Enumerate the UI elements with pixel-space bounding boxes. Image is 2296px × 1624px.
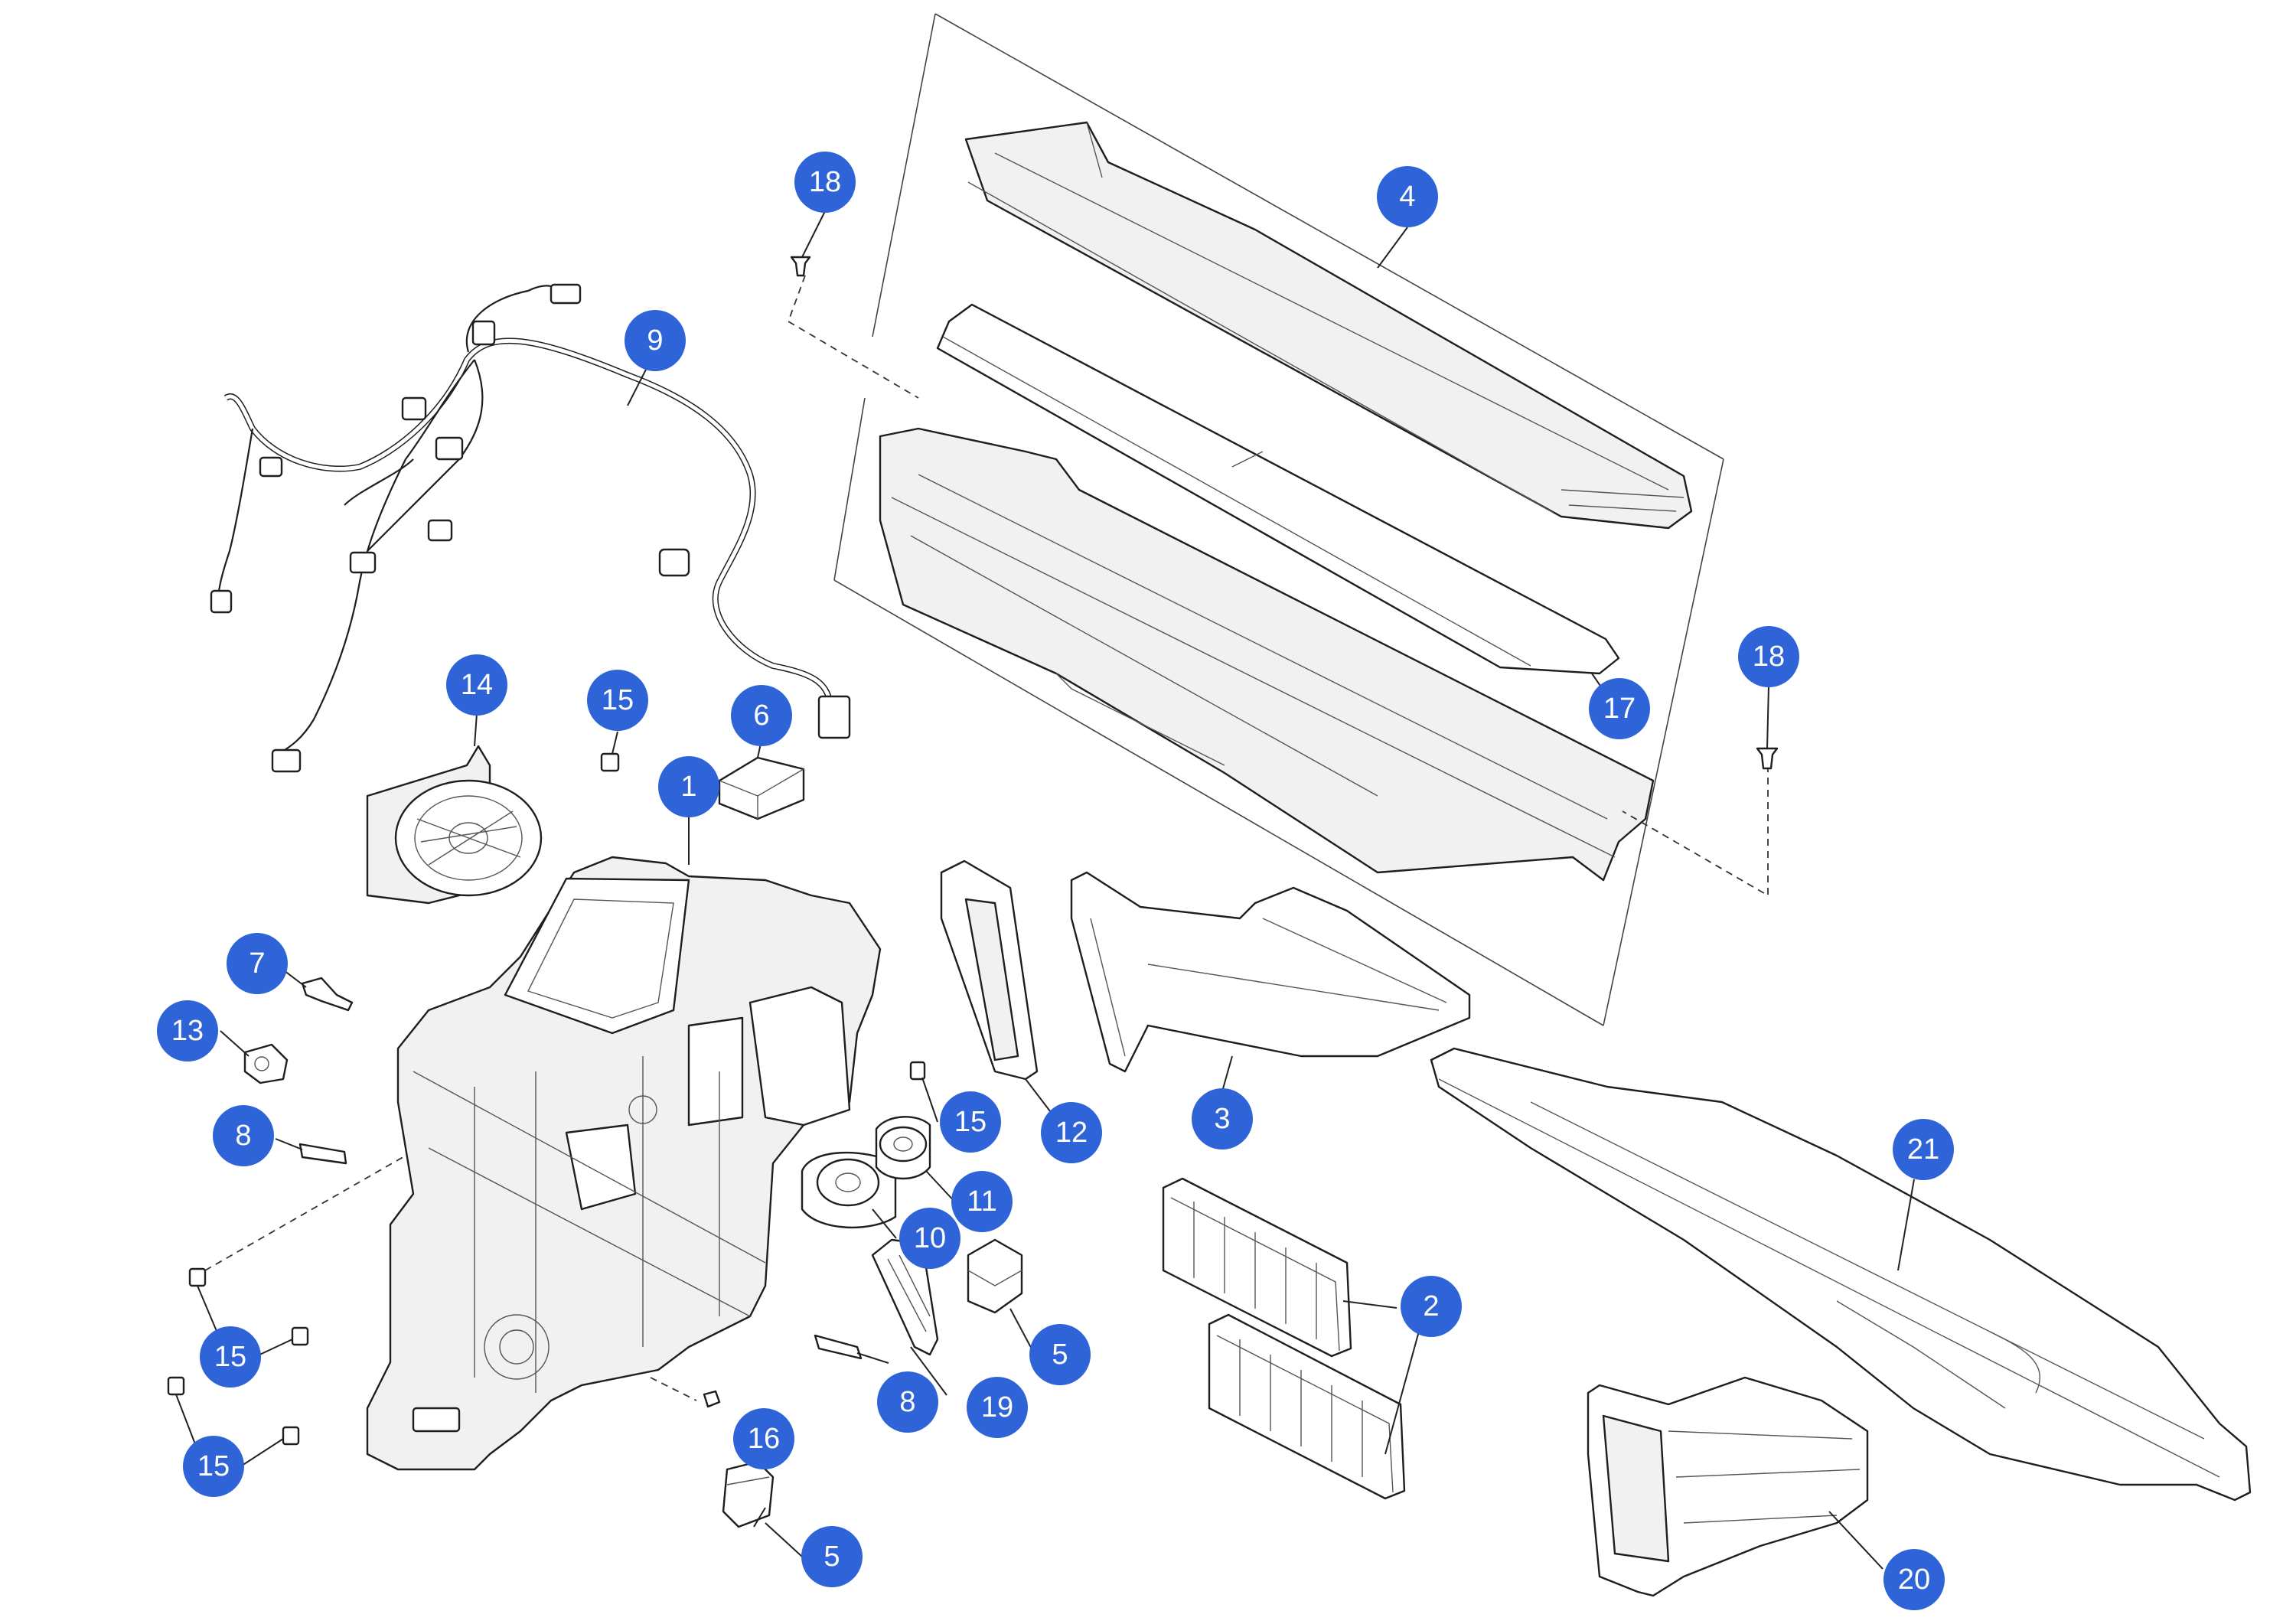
svg-text:14: 14 — [461, 669, 493, 701]
callout-13: 13 — [157, 1000, 218, 1061]
callout-3: 3 — [1192, 1088, 1253, 1150]
svg-text:4: 4 — [1399, 181, 1415, 213]
svg-text:18: 18 — [1753, 641, 1785, 673]
svg-text:15: 15 — [602, 684, 634, 716]
part-2-cabin-filter-lower — [1208, 1313, 1406, 1500]
callout-4: 4 — [1377, 166, 1438, 227]
part-9-wiring-harness — [210, 283, 851, 773]
svg-text:10: 10 — [914, 1222, 946, 1254]
svg-text:8: 8 — [235, 1120, 251, 1152]
callout-18-left: 18 — [794, 152, 856, 213]
part-18-screw-left — [790, 256, 811, 277]
svg-text:16: 16 — [748, 1423, 780, 1455]
callouts: 1 2 3 4 5 5 6 7 8 8 9 10 11 12 13 14 15 … — [157, 152, 1954, 1610]
callout-6: 6 — [731, 685, 792, 746]
callout-8-right: 8 — [877, 1371, 938, 1433]
svg-text:11: 11 — [967, 1185, 996, 1218]
callout-21: 21 — [1893, 1119, 1954, 1180]
part-5-actuator-lower — [722, 1460, 775, 1528]
svg-text:6: 6 — [753, 699, 769, 732]
svg-text:5: 5 — [1052, 1339, 1068, 1371]
callout-8-left: 8 — [213, 1105, 274, 1166]
part-3-air-duct — [1070, 871, 1471, 1073]
part-20-duct-adapter — [1587, 1376, 1869, 1597]
part-15-clip-middle — [909, 1061, 926, 1081]
svg-text:12: 12 — [1055, 1117, 1088, 1149]
svg-text:19: 19 — [981, 1391, 1013, 1423]
part-18-screw-right — [1756, 747, 1779, 770]
part-filter-housing — [879, 427, 1655, 882]
part-1-hvac-case — [366, 856, 882, 1471]
callout-15-left-b: 15 — [183, 1436, 244, 1497]
callout-1: 1 — [658, 756, 719, 817]
svg-text:21: 21 — [1907, 1133, 1939, 1166]
svg-text:15: 15 — [954, 1106, 987, 1138]
svg-text:20: 20 — [1898, 1564, 1930, 1596]
callout-18-right: 18 — [1738, 626, 1799, 687]
callout-17: 17 — [1589, 678, 1650, 739]
part-2-cabin-filter-upper — [1162, 1177, 1352, 1358]
svg-text:13: 13 — [171, 1015, 204, 1047]
callout-2: 2 — [1401, 1276, 1462, 1337]
part-10-foam-seal — [801, 1151, 897, 1229]
callout-10: 10 — [899, 1208, 960, 1269]
svg-text:3: 3 — [1214, 1103, 1230, 1135]
svg-text:2: 2 — [1423, 1290, 1439, 1322]
callout-5-lower: 5 — [801, 1526, 863, 1587]
part-19-panel — [871, 1238, 939, 1356]
callout-15-left-a: 15 — [200, 1326, 261, 1388]
callout-20: 20 — [1883, 1549, 1945, 1610]
svg-text:1: 1 — [680, 771, 696, 803]
svg-text:18: 18 — [809, 166, 841, 198]
cowl-assembly-frame — [833, 13, 1724, 1026]
callout-11: 11 — [951, 1171, 1013, 1232]
svg-text:15: 15 — [214, 1341, 246, 1373]
part-5-actuator-right — [967, 1238, 1023, 1314]
part-4-cowl-top-panel — [964, 121, 1693, 530]
part-13-sensor — [243, 1043, 289, 1084]
svg-text:15: 15 — [197, 1450, 230, 1482]
callout-9: 9 — [625, 310, 686, 371]
callout-7: 7 — [227, 933, 288, 994]
callout-14: 14 — [446, 654, 507, 716]
part-7-sensor — [301, 977, 354, 1012]
callout-15-middle: 15 — [940, 1091, 1001, 1153]
callout-16: 16 — [733, 1408, 794, 1469]
leader-lines — [175, 210, 1915, 1570]
part-17-cabin-filter-element — [936, 303, 1620, 675]
part-8-sensor-left — [298, 1143, 347, 1165]
svg-text:8: 8 — [899, 1386, 915, 1418]
part-12-seal-frame — [940, 859, 1039, 1081]
svg-text:17: 17 — [1603, 693, 1636, 725]
callout-15-upper: 15 — [587, 670, 648, 731]
callout-19: 19 — [967, 1377, 1028, 1438]
part-14-blower-motor — [366, 745, 543, 905]
part-6-actuator — [718, 756, 805, 820]
part-11-foam-seal — [875, 1116, 931, 1180]
part-21-distribution-duct — [1430, 1047, 2252, 1502]
svg-text:7: 7 — [249, 947, 265, 980]
part-16-screw — [703, 1390, 721, 1408]
fastener-axis-lines — [204, 275, 1769, 1401]
part-15-clips-left — [167, 1267, 309, 1446]
svg-text:9: 9 — [647, 324, 663, 357]
part-15-clip-upper — [600, 752, 620, 772]
svg-text:5: 5 — [823, 1541, 840, 1573]
part-8-sensor-right — [814, 1334, 863, 1360]
callout-5-right: 5 — [1029, 1324, 1091, 1385]
callout-12: 12 — [1041, 1102, 1102, 1163]
